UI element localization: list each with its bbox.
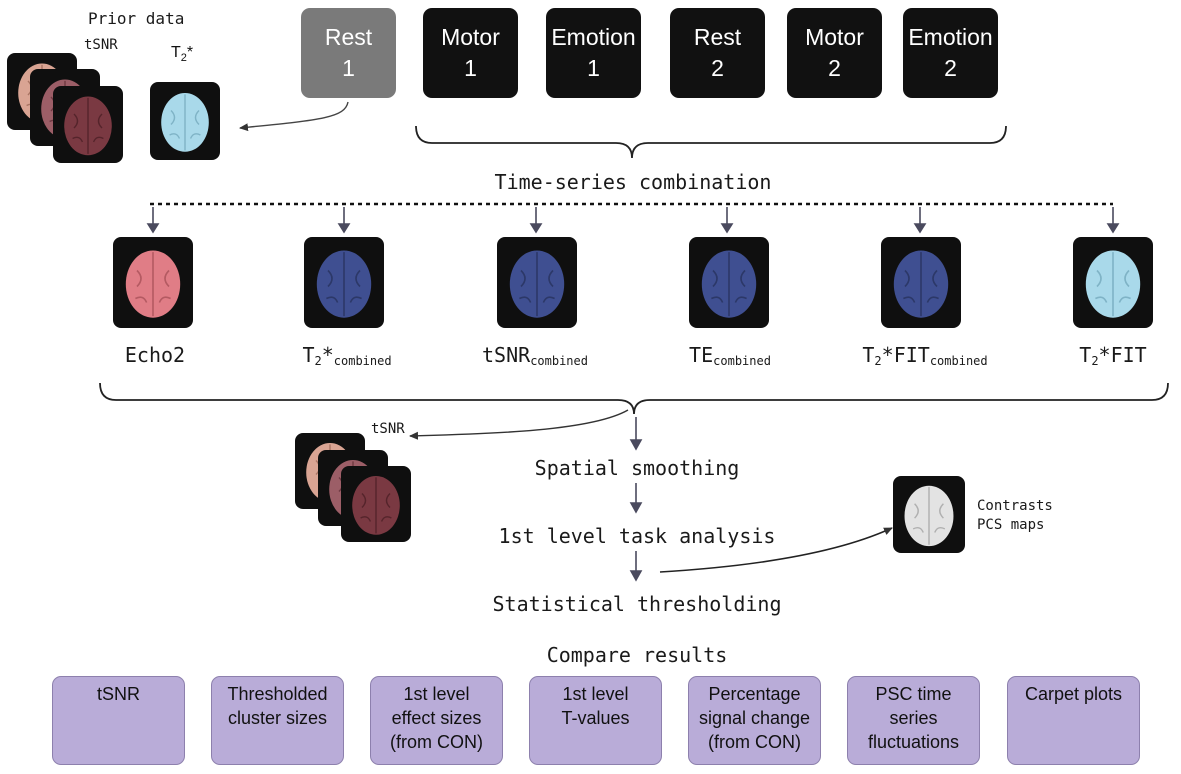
- step-spatial-smoothing: Spatial smoothing: [534, 456, 740, 480]
- combination-label-echo2: Echo2: [124, 343, 186, 367]
- curved-arrow-icon: [659, 527, 893, 573]
- result-carpet-plots: Carpet plots: [1007, 676, 1140, 765]
- prior-data-title: Prior data: [88, 9, 185, 28]
- brain-icon: [1073, 237, 1153, 328]
- brain-icon: [893, 476, 965, 553]
- brain-icon: [53, 86, 123, 163]
- prior-t2star-label: T2*: [171, 44, 194, 65]
- combination-label-t2starfit-combined: T2*FITcombined: [862, 343, 988, 368]
- curved-arrow-icon: [239, 101, 349, 132]
- step-statistical-thresholding: Statistical thresholding: [492, 592, 782, 616]
- compare-title: Compare results: [546, 643, 728, 667]
- curly-brace-icon: [415, 125, 1007, 159]
- step-first-level-analysis: 1st level task analysis: [498, 524, 776, 548]
- brain-icon: [304, 237, 384, 328]
- prior-tsnr-label: tSNR: [84, 37, 118, 53]
- arrow-down-icon: [629, 417, 643, 582]
- brain-icon: [881, 237, 961, 328]
- combination-label-t2star-combined: T2*combined: [302, 343, 392, 368]
- result-tsnr: tSNR: [52, 676, 185, 765]
- side-tsnr-label: tSNR: [371, 421, 405, 437]
- brain-icon: [341, 466, 411, 542]
- brain-icon: [150, 82, 220, 160]
- combination-label-tsnr-combined: tSNRcombined: [482, 343, 588, 368]
- combination-label-te-combined: TEcombined: [689, 343, 771, 368]
- curved-arrow-icon: [409, 409, 629, 440]
- combination-title: Time-series combination: [494, 170, 772, 194]
- brain-icon: [113, 237, 193, 328]
- brain-icon: [497, 237, 577, 328]
- curly-brace-icon: [99, 382, 1169, 415]
- brain-icon: [689, 237, 769, 328]
- combination-label-t2starfit: T2*FIT: [1079, 343, 1147, 368]
- arrow-down-icon: [146, 207, 1120, 234]
